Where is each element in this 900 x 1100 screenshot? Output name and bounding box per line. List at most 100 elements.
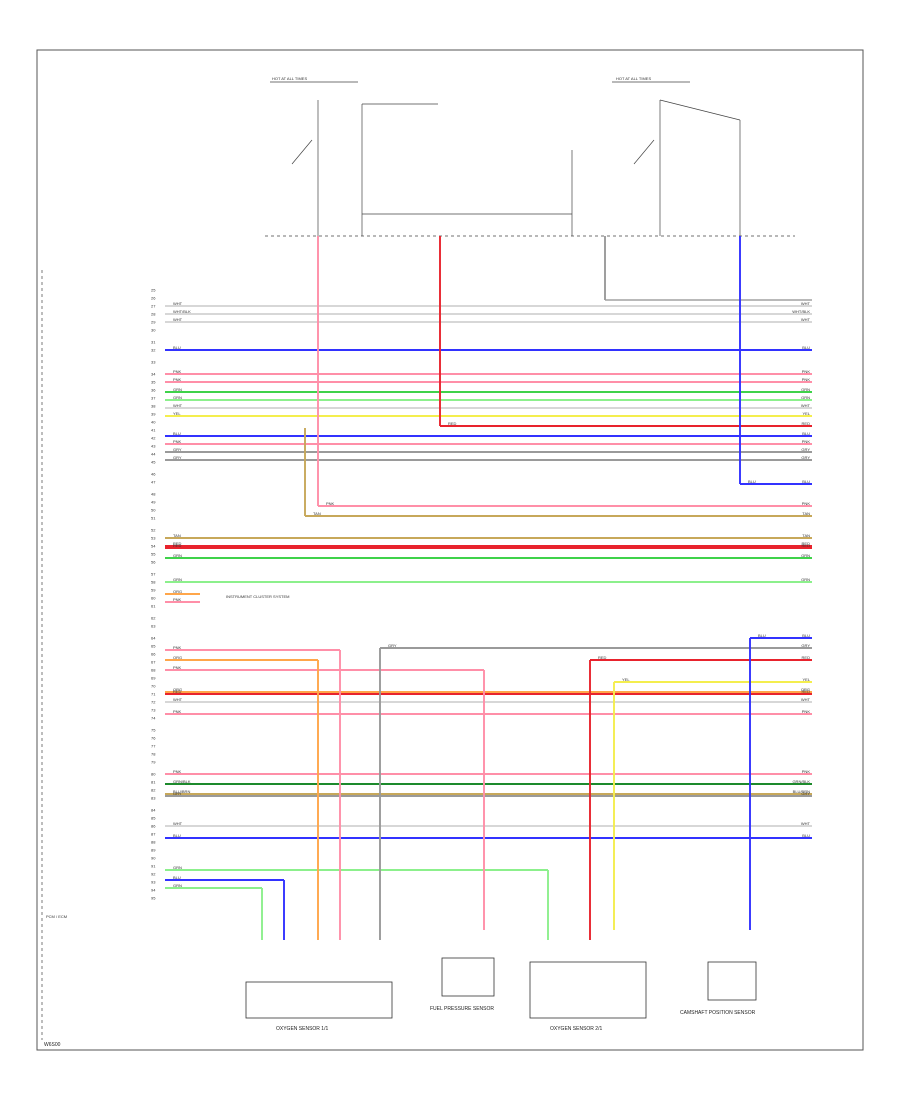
pin-number-94: 94 [151,888,156,893]
wire-code-left-9: YEL [173,411,181,416]
pin-number-26: 26 [151,296,156,301]
pin-number-57: 57 [151,572,156,577]
wire-code-left-39: GRY [173,791,182,796]
pin-number-70: 70 [151,684,156,689]
pin-number-71: 71 [151,692,156,697]
wire-code-right-38: BLU/BRN [793,789,810,794]
pin-number-55: 55 [151,552,156,557]
pin-number-39: 39 [151,412,156,417]
wire-code-right-39: GRY [801,791,810,796]
side-note-left: PCM / ECM [46,914,67,919]
pin-number-45: 45 [151,460,156,465]
pin-number-85: 85 [151,816,156,821]
pin-number-90: 90 [151,856,156,861]
pin-number-50: 50 [151,508,156,513]
pin-number-27: 27 [151,304,156,309]
oxygen-sensor-2-label: OXYGEN SENSOR 2/1 [550,1026,602,1032]
wire-code-left-14: GRY [173,455,182,460]
wire-code-left-33: RED [173,689,182,694]
pin-number-42: 42 [151,436,156,441]
pin-number-65: 65 [151,644,156,649]
wire-code-left-4: PNK [173,369,182,374]
wire-code-left-38: BLU/BRN [173,789,190,794]
wire-code-right-7: GRN [801,395,810,400]
switch-left [291,139,313,165]
wire-code-left-18: TAN [173,533,181,538]
wire-code-right-32: ORG [801,687,810,692]
pin-number-73: 73 [151,708,156,713]
camshaft-sensor-box [707,961,757,1001]
wire-code-right-40: WHT [801,821,811,826]
wire-code-left-25: BLU [758,633,766,638]
wire-code-left-34: WHT [173,697,183,702]
pin-number-44: 44 [151,452,156,457]
wire-code-right-20: RED [802,543,811,548]
wire-code-right-16: PNK [802,501,811,506]
pin-number-59: 59 [151,588,156,593]
wire-code-left-37: GRN/BLK [173,779,191,784]
wire-code-left-36: PNK [173,769,182,774]
note-top-right: HOT AT ALL TIMES [616,76,651,81]
pin-number-87: 87 [151,832,156,837]
pin-number-47: 47 [151,480,156,485]
pin-number-62: 62 [151,616,156,621]
pin-number-52: 52 [151,528,156,533]
wire-code-right-11: BLU [802,431,810,436]
pin-number-86: 86 [151,824,156,829]
wire-code-left-13: GRY [173,447,182,452]
pin-number-54: 54 [151,544,156,549]
pin-number-58: 58 [151,580,156,585]
wire-code-left-5: PNK [173,377,182,382]
pin-number-31: 31 [151,340,156,345]
camshaft-sensor-label: CAMSHAFT POSITION SENSOR [680,1010,756,1016]
pin-number-75: 75 [151,728,156,733]
wire-code-right-31: YEL [802,677,810,682]
pin-number-80: 80 [151,772,156,777]
wire-code-left-2: WHT [173,317,183,322]
pin-number-35: 35 [151,380,156,385]
wire-code-left-30: PNK [173,665,182,670]
wire-code-right-41: BLU [802,833,810,838]
note-top-left: HOT AT ALL TIMES [272,76,307,81]
wire-code-right-5: PNK [802,377,811,382]
wire-code-left-7: GRN [173,395,182,400]
wire-code-left-32: ORG [173,687,182,692]
switch-right [633,139,655,165]
fuel-pressure-sensor-box [441,957,495,997]
pin-number-79: 79 [151,760,156,765]
page-code: W6S00 [44,1042,61,1048]
wire-code-left-3: BLU [173,345,181,350]
wire-code-left-27: RED [598,655,607,660]
pin-number-60: 60 [151,596,156,601]
pin-number-93: 93 [151,880,156,885]
wire-code-left-43: BLU [173,875,181,880]
pin-number-48: 48 [151,492,156,497]
pin-number-40: 40 [151,420,156,425]
wire-code-left-40: WHT [173,821,183,826]
wire-code-right-6: GRN [801,387,810,392]
wire-code-left-26: GRY [388,643,397,648]
pin-number-28: 28 [151,312,156,317]
wire-code-left-29: ORG [173,655,182,660]
wire-code-right-9: YEL [802,411,810,416]
pin-number-95: 95 [151,896,156,901]
wire-code-right-1: WHT/BLK [792,309,810,314]
wire-code-left-1: WHT/BLK [173,309,191,314]
wire-code-right-10: RED [802,421,811,426]
wire-code-right-22: GRN [801,577,810,582]
pin-number-53: 53 [151,536,156,541]
wire-code-right-14: GRY [801,455,810,460]
pin-number-43: 43 [151,444,156,449]
wire-code-right-19: RED [802,541,811,546]
wire-code-left-20: RED [173,543,182,548]
wire-code-right-34: WHT [801,697,811,702]
wire-code-right-18: TAN [802,533,810,538]
pin-number-89: 89 [151,848,156,853]
pin-number-61: 61 [151,604,156,609]
wire-code-right-36: PNK [802,769,811,774]
wire-code-left-35: PNK [173,709,182,714]
wire-code-left-23: ORG [173,589,182,594]
wire-code-right-2: WHT [801,317,811,322]
wire-code-right-12: PNK [802,439,811,444]
wire-code-left-17: TAN [313,511,321,516]
